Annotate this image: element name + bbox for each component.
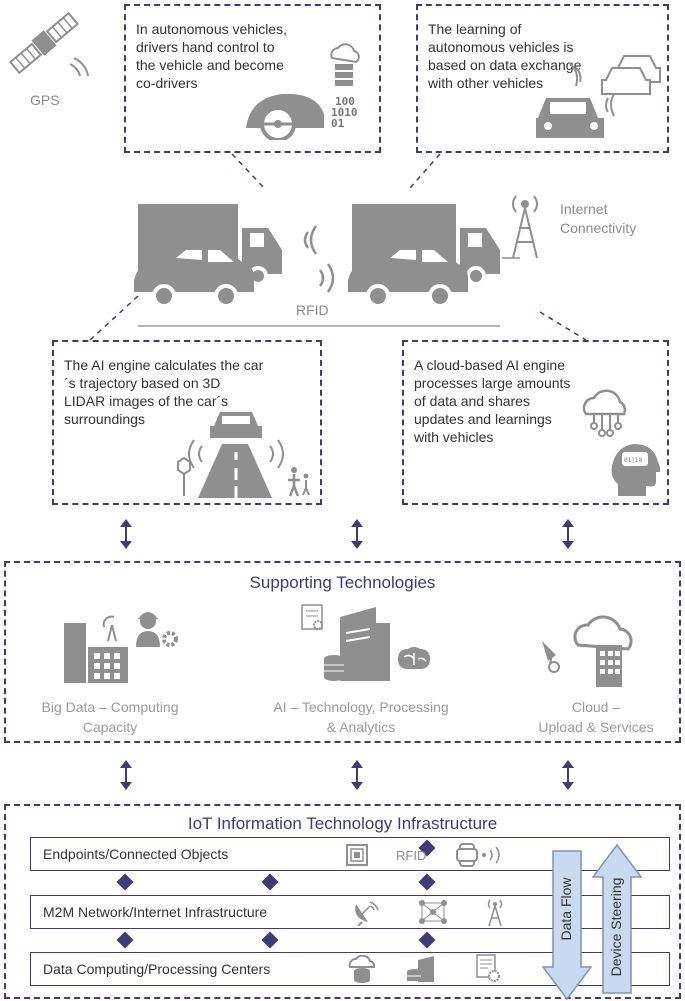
iot-title: IoT Information Technology Infrastructur… <box>187 814 498 833</box>
iot-infrastructure-box: IoT Information Technology Infrastructur… <box>4 804 681 1000</box>
internet-connectivity-label: Internet Connectivity <box>560 201 637 236</box>
radio-tower-icon <box>487 899 503 927</box>
cloud-services-label-line2: Upload & Services <box>538 719 654 735</box>
connector-diamond <box>116 873 134 891</box>
binary-line-1: 100 <box>335 95 355 108</box>
lidar-road-icon <box>177 412 310 498</box>
double-arrow-icon <box>562 519 574 549</box>
big-data-label: Big Data – Computing Capacity <box>20 697 200 737</box>
ai-trajectory-box: The AI engine calculates the car´s traje… <box>52 340 322 505</box>
ai-technology-label: AI – Technology, Processing & Analytics <box>256 697 466 737</box>
double-arrow-icon <box>351 760 363 790</box>
svg-text:01|10: 01|10 <box>624 457 642 464</box>
ai-technology-label-line1: AI – Technology, Processing <box>273 699 449 715</box>
network-nodes-icon <box>419 900 447 924</box>
iot-rfid-label: RFID <box>396 848 427 863</box>
connector-diamond <box>418 931 436 949</box>
binary-line-3: 01 <box>331 117 345 130</box>
big-data-building-icon <box>64 612 178 683</box>
connector-lines <box>89 153 587 341</box>
vehicle-scene <box>134 204 500 327</box>
gps-label: GPS <box>30 92 60 108</box>
cloud-database-icon <box>348 955 376 983</box>
layer-endpoints-label: Endpoints/Connected Objects <box>43 846 229 862</box>
ai-server-icon <box>301 604 430 681</box>
double-arrow-icon <box>351 519 363 549</box>
cloud-services-label: Cloud – Upload & Services <box>506 697 685 737</box>
co-driver-box: In autonomous vehicles, drivers hand con… <box>124 4 381 153</box>
data-exchange-text: The learning of autonomous vehicles is b… <box>428 21 582 91</box>
device-steering-label: Device Steering <box>608 877 624 977</box>
cloud-building-icon <box>542 615 633 687</box>
double-arrow-icon <box>120 760 132 790</box>
steering-wheel-icon <box>246 93 324 140</box>
cloud-ai-box: A cloud-based AI engine processes large … <box>402 340 669 505</box>
supporting-technologies-box: Supporting Technologies Big Data – Compu… <box>4 561 681 743</box>
cloud-server-icon <box>330 43 360 86</box>
smartwatch-icon <box>456 843 500 867</box>
antenna-tower-icon <box>502 195 538 259</box>
car-left-icon <box>134 244 254 308</box>
layer-data-computing-label: Data Computing/Processing Centers <box>43 961 271 977</box>
document-settings-icon <box>476 954 500 982</box>
data-flow-label: Data Flow <box>558 877 574 941</box>
ai-technology-label-line2: & Analytics <box>326 719 396 735</box>
cloud-ai-text: A cloud-based AI engine processes large … <box>414 357 571 445</box>
connector-diamond <box>261 873 279 891</box>
rfid-chip-icon <box>346 844 368 866</box>
device-steering-arrow <box>592 844 642 994</box>
big-data-label-line1: Big Data – Computing <box>41 699 179 715</box>
satellite-dish-icon <box>355 901 379 926</box>
binary-data: 100 1010 01 <box>331 96 358 129</box>
connector-diamond <box>116 931 134 949</box>
double-arrow-icon <box>120 519 132 549</box>
data-exchange-box: The learning of autonomous vehicles is b… <box>416 4 669 153</box>
double-arrow-icon <box>562 760 574 790</box>
supporting-title: Supporting Technologies <box>249 573 436 592</box>
car-right-icon <box>348 244 468 308</box>
layer-m2m-label: M2M Network/Internet Infrastructure <box>43 904 268 920</box>
connector-diamond <box>261 931 279 949</box>
connector-diamond <box>418 873 436 891</box>
data-center-icon <box>407 956 434 982</box>
co-driver-text: In autonomous vehicles, drivers hand con… <box>136 21 287 91</box>
big-data-label-line2: Capacity <box>82 719 138 735</box>
ai-brain-head-icon: 01|10 <box>611 444 660 496</box>
cloud-network-icon <box>582 389 627 437</box>
binary-line-2: 1010 <box>331 106 358 119</box>
data-flow-arrow <box>542 850 592 1000</box>
satellite-icon <box>8 11 89 77</box>
ai-trajectory-text: The AI engine calculates the car´s traje… <box>64 357 264 427</box>
connected-cars-icon <box>536 55 661 138</box>
rfid-label: RFID <box>296 302 329 318</box>
cloud-services-label-line1: Cloud – <box>571 699 621 715</box>
